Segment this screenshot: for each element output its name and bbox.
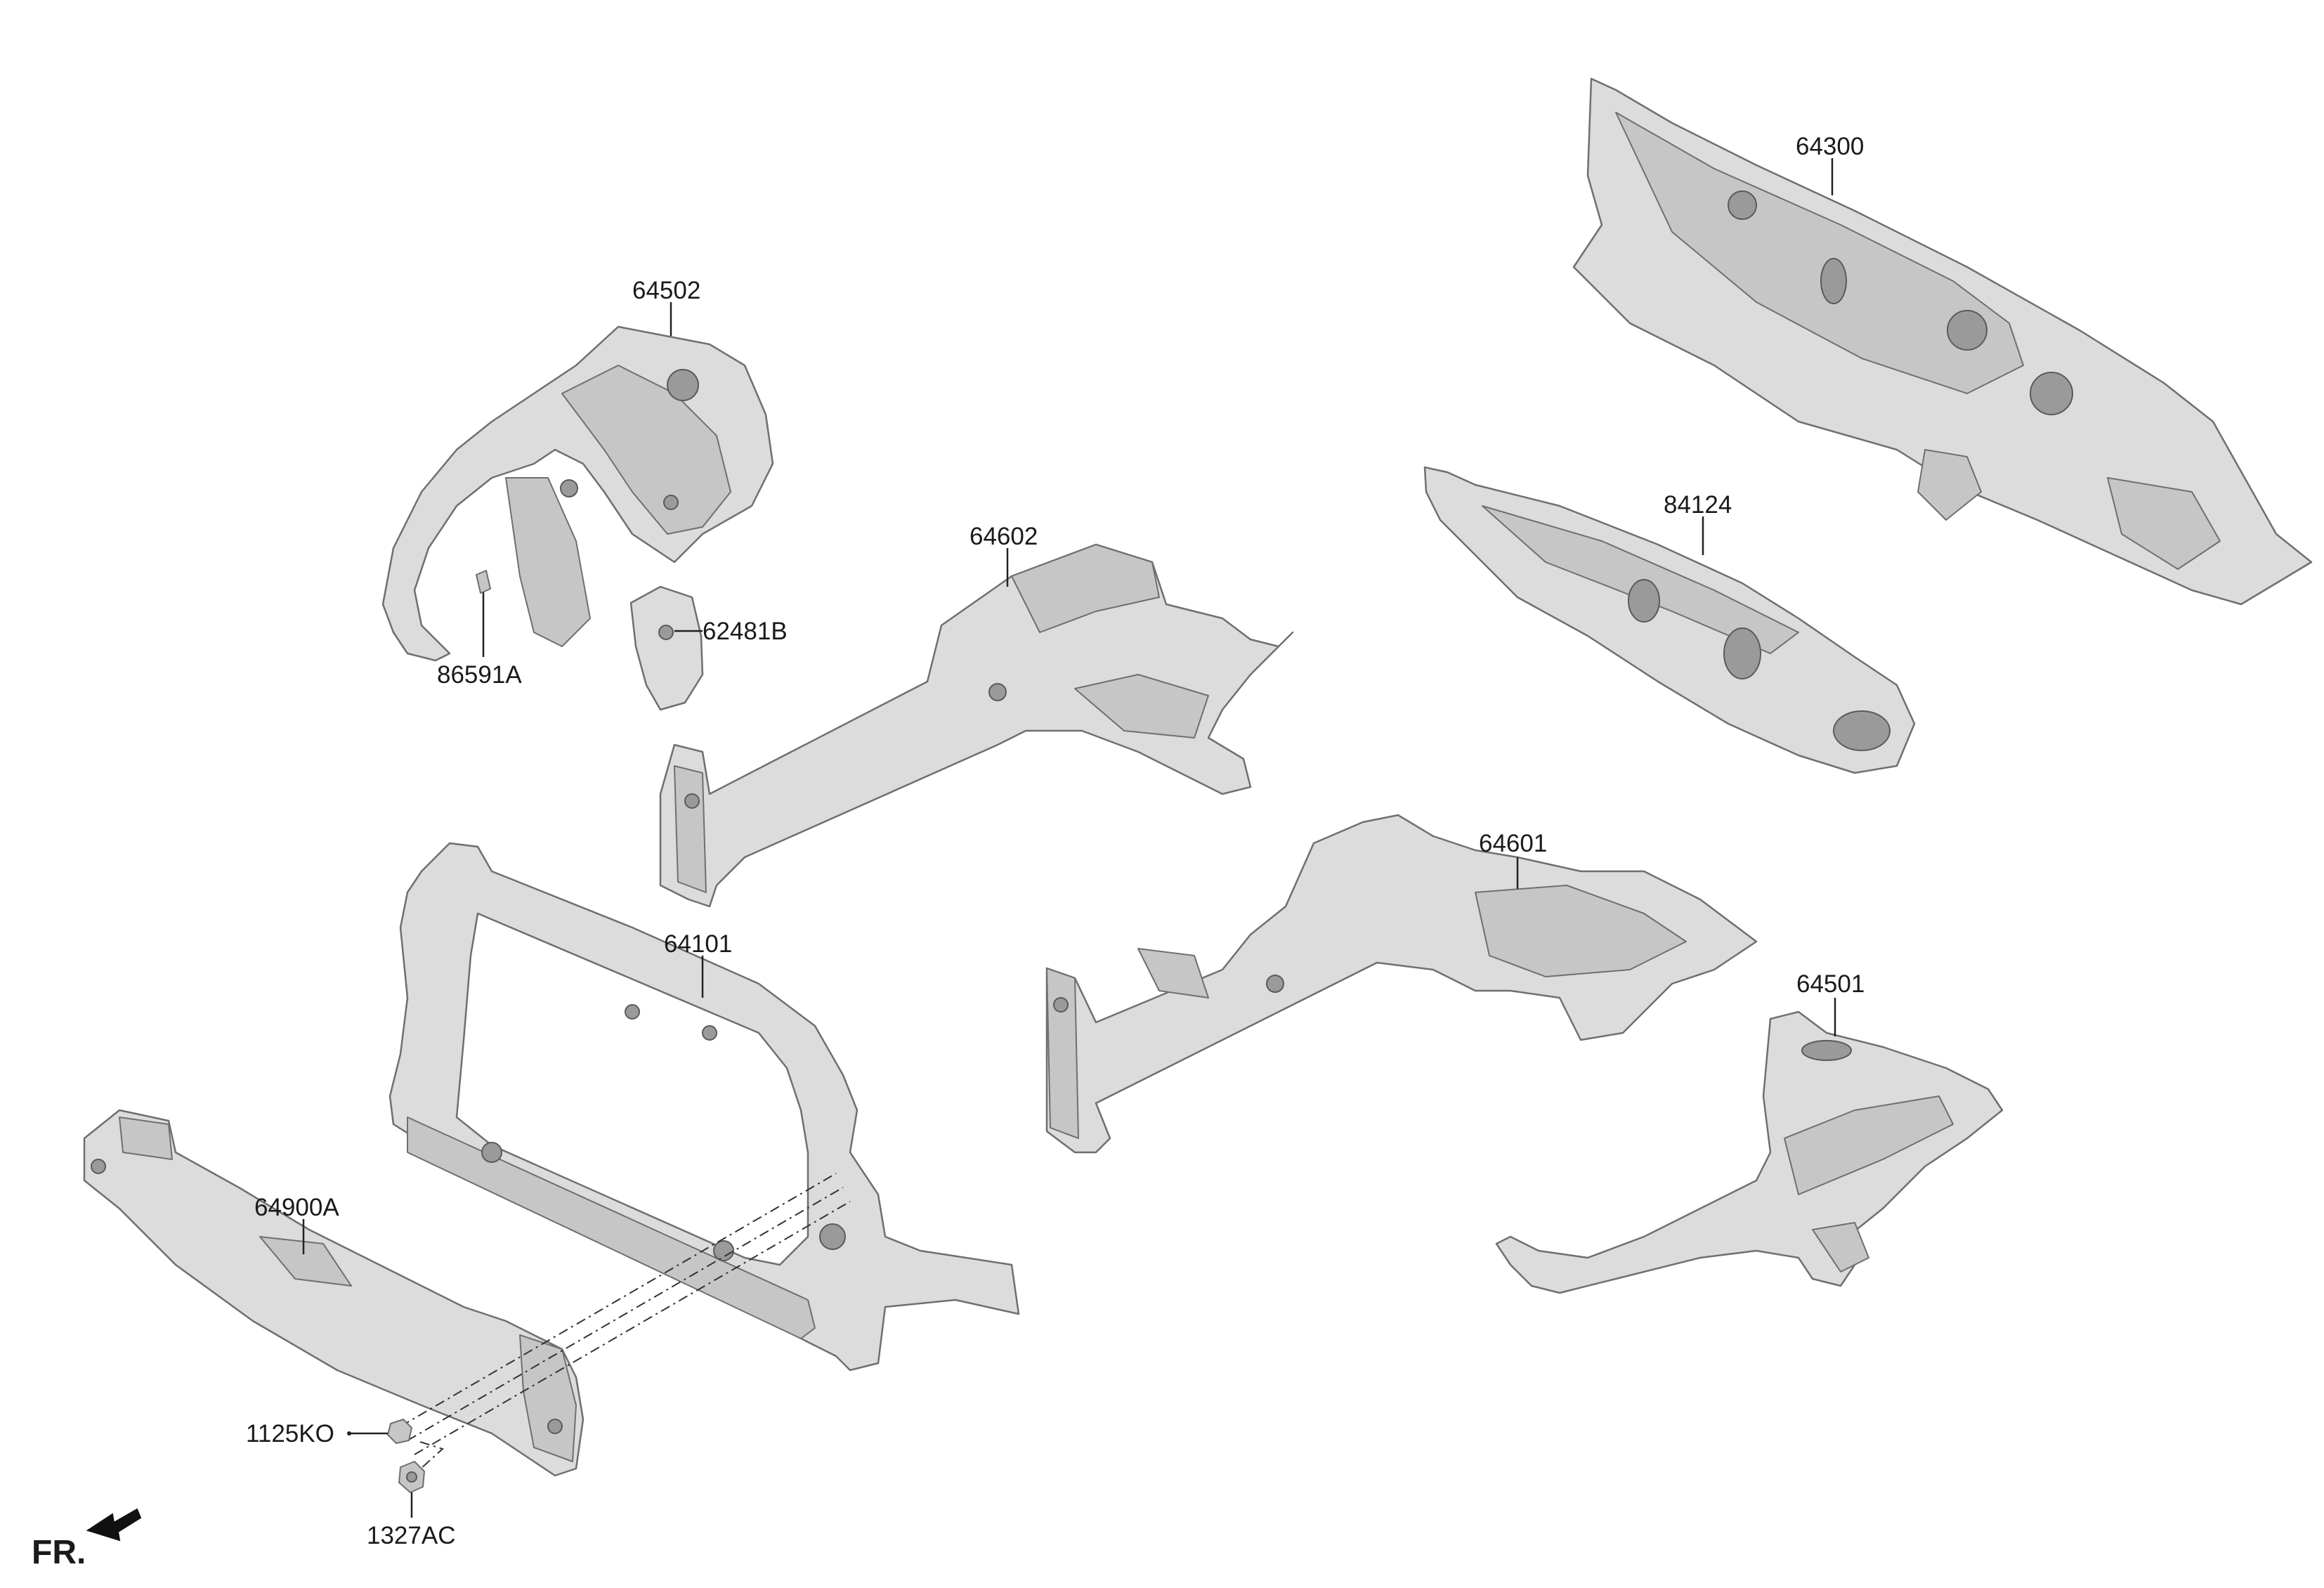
label-64101: 64101 — [664, 930, 732, 998]
wheel-house-right-icon[interactable] — [381, 325, 774, 662]
front-side-member-left-icon[interactable] — [1045, 814, 1758, 1154]
bolt-icon[interactable] — [387, 1419, 412, 1444]
label-1327AC: 1327AC — [367, 1492, 455, 1549]
label-64501: 64501 — [1796, 970, 1865, 1036]
part-number-62481B: 62481B — [703, 618, 788, 645]
label-62481B: 62481B — [674, 618, 788, 645]
bracket-plate-icon[interactable] — [629, 585, 704, 711]
part-number-1125KO: 1125KO — [246, 1420, 334, 1447]
label-64900A: 64900A — [254, 1194, 339, 1254]
wheel-house-left-icon[interactable] — [1495, 1010, 2004, 1294]
part-number-1327AC: 1327AC — [367, 1522, 455, 1549]
label-64300: 64300 — [1796, 133, 1864, 195]
bumper-beam-icon[interactable] — [83, 1109, 585, 1477]
part-number-64602: 64602 — [970, 523, 1038, 550]
part-number-64601: 64601 — [1479, 830, 1547, 857]
direction-indicator: FR. — [32, 1508, 142, 1571]
part-number-64101: 64101 — [664, 930, 732, 958]
front-side-member-right-icon[interactable] — [659, 543, 1294, 908]
clip-icon[interactable] — [476, 570, 491, 657]
nut-icon[interactable] — [398, 1461, 425, 1493]
label-64601: 64601 — [1479, 830, 1547, 889]
label-86591A: 86591A — [437, 661, 522, 689]
assembly-guide-lines — [400, 1173, 851, 1476]
part-number-64300: 64300 — [1796, 133, 1864, 160]
front-end-module-carrier-icon[interactable] — [389, 842, 1020, 1372]
part-number-86591A: 86591A — [437, 661, 522, 689]
part-number-64900A: 64900A — [254, 1194, 339, 1221]
label-64602: 64602 — [970, 523, 1038, 587]
part-number-64501: 64501 — [1796, 970, 1865, 998]
front-direction-arrow-icon — [86, 1508, 142, 1542]
dash-panel-icon[interactable] — [1572, 77, 2313, 606]
label-1125KO: 1125KO — [246, 1420, 388, 1447]
label-84124: 84124 — [1664, 491, 1732, 555]
part-number-64502: 64502 — [632, 277, 700, 304]
part-number-84124: 84124 — [1664, 491, 1732, 519]
front-direction-label: FR. — [32, 1534, 86, 1571]
dash-insulator-icon[interactable] — [1423, 466, 1916, 774]
label-64502: 64502 — [632, 277, 700, 336]
